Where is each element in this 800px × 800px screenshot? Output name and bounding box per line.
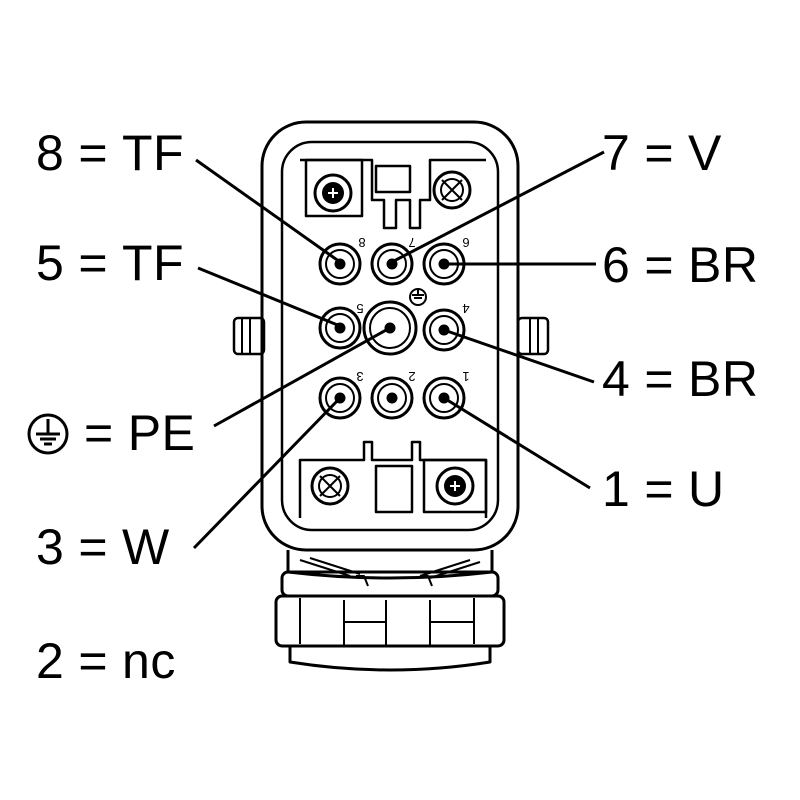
pin-number: 1 [602,461,631,517]
pin-number-mark: 3 [356,369,363,384]
pin-number: 5 [36,235,65,291]
pin-number: 6 [602,237,631,293]
right-latch [516,316,550,356]
signal-name: TF [122,235,185,291]
screw-bottom-left [310,466,350,506]
pin-number: 4 [602,351,631,407]
label-pin-4: 4=BR [602,351,759,407]
label-pin-1: 1=U [602,461,725,517]
pin-number-mark: 8 [358,235,365,250]
signal-name: PE [127,405,196,461]
label-pe: =PE [26,408,195,458]
label-pin-7: 7=V [602,125,722,181]
label-pin-2: 2=nc [36,633,176,689]
leader-pin-8 [195,158,341,264]
signal-name: W [122,519,170,575]
top-key [300,158,486,230]
label-pin-5: 5=TF [36,235,185,291]
pin-number-mark: 7 [408,235,415,250]
signal-name: BR [688,237,759,293]
leader-pin-3 [192,396,342,550]
screw-top-right [432,170,472,210]
leader-pe [213,327,389,428]
pin-number-mark: 6 [462,235,469,250]
housing-inner [280,140,500,532]
pin-8-contact [318,242,362,286]
pin-number-mark: 1 [462,369,469,384]
pin-number-mark: 5 [356,301,363,316]
pin-number: 3 [36,519,65,575]
label-pin-3: 3=W [36,519,170,575]
pin-number: 8 [36,125,65,181]
signal-name: U [688,461,725,517]
pin-2-contact [370,376,414,420]
signal-name: nc [122,633,176,689]
face-earth-mark-icon [409,288,427,306]
label-pin-6: 6=BR [602,237,759,293]
signal-name: TF [122,125,185,181]
pin-number: 2 [36,633,65,689]
screw-bottom-right [435,466,475,506]
leader-pin-1 [443,396,591,490]
pin-number: 7 [602,125,631,181]
cable-gland [286,550,494,580]
screw-top-left [313,173,353,213]
leader-pin-4 [443,328,595,384]
pin-number-mark: 4 [462,301,469,316]
protective-earth-icon [27,413,69,455]
leader-pin-5 [197,266,341,328]
signal-name: V [688,125,722,181]
leader-pin-7 [391,150,605,264]
pin-pe-contact [362,300,418,356]
signal-name: BR [688,351,759,407]
pin-number-mark: 2 [408,369,415,384]
label-pin-8: 8=TF [36,125,185,181]
